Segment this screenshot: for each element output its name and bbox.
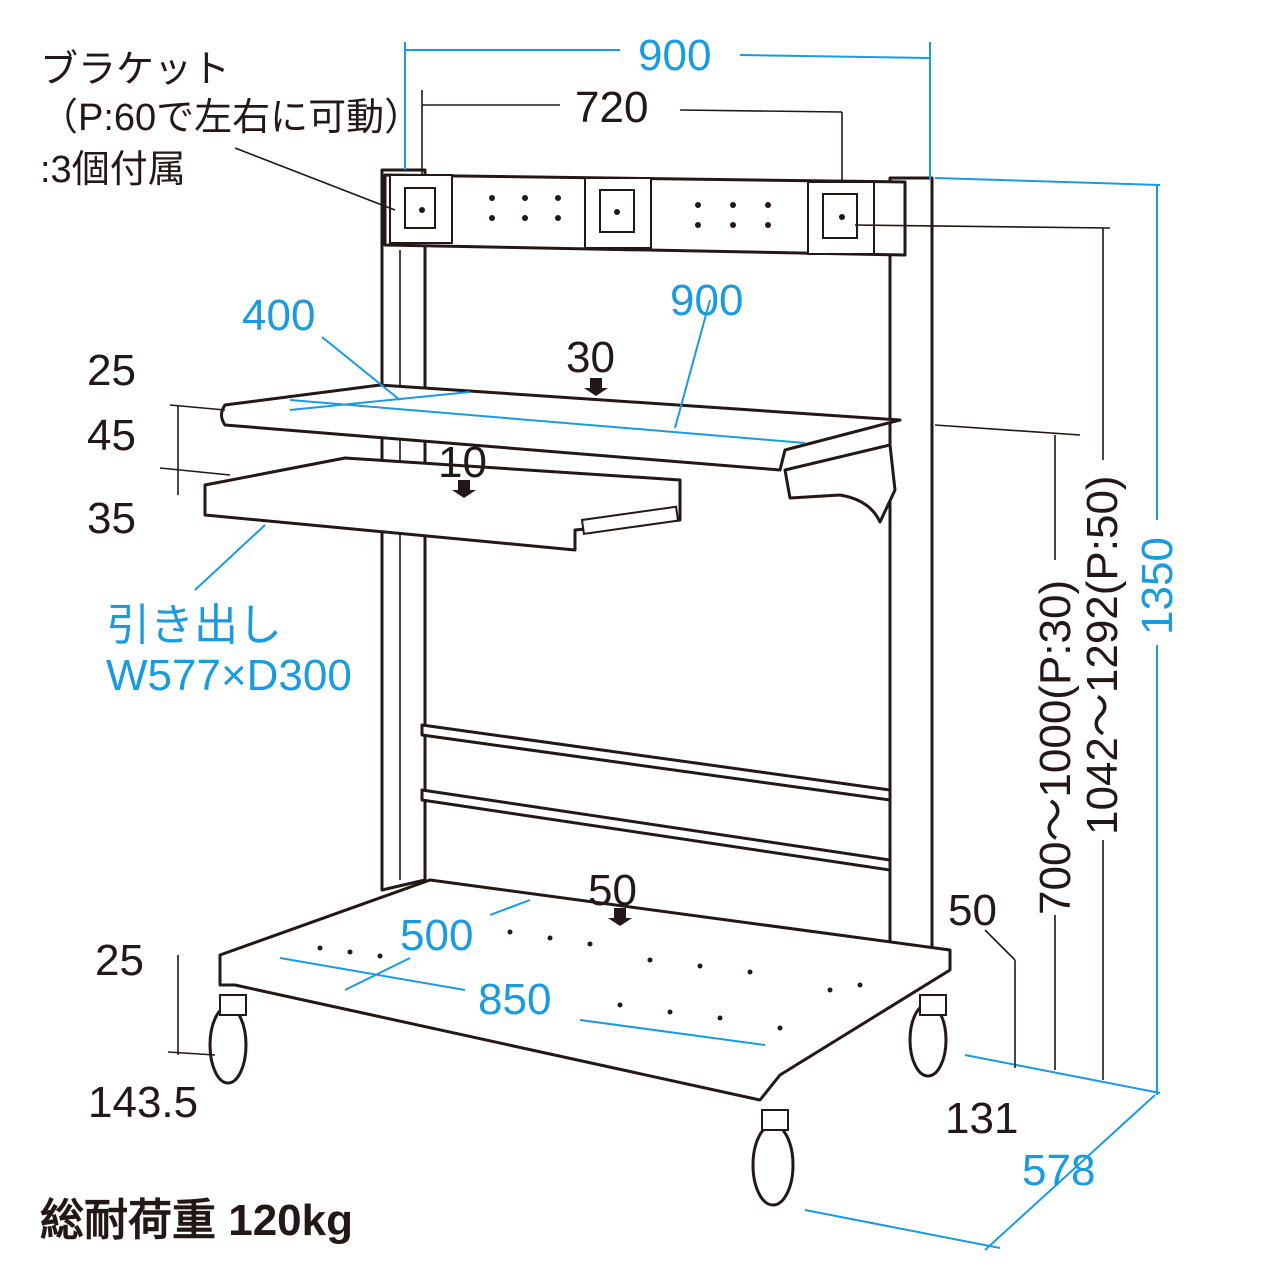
dim-shelf-gap: 45 [87,411,136,460]
dim-shelf-width: 900 [670,276,743,325]
dim-base-drop: 50 [588,866,637,915]
caster [208,994,248,1085]
crossbar [420,788,892,872]
caster [908,994,948,1078]
dim-overall-width: 900 [638,31,711,80]
dim-base-thickness: 25 [95,936,144,985]
base-shelf [218,878,952,1102]
dim-base-width: 850 [478,975,551,1024]
bracket-plate [389,174,453,244]
caster [751,1109,795,1207]
dim-shelf-height: 700～1000(P:30) [1031,580,1080,915]
dim-bracket-height: 1042～1292(P:50) [1078,475,1127,835]
dim-caster-offset: 50 [948,886,997,935]
dim-drawer-height: 35 [87,494,136,543]
dim-drawer-drop: 10 [438,438,487,487]
bracket-plate [807,181,875,255]
cart-drawing [203,168,952,1207]
load-capacity: 総耐荷重 120kg [40,1196,353,1245]
bracket-note-line2: （P:60で左右に可動） [40,97,422,139]
dim-shelf-top-thickness: 25 [87,346,136,395]
dim-base-height: 143.5 [88,1078,198,1127]
crossbar [420,723,892,802]
base-perforations [317,929,863,1031]
bracket-plate [584,177,652,249]
dimension-lines [159,42,1161,1251]
drawer-note-line2: W577×D300 [106,651,352,700]
right-upright [888,176,934,987]
keyboard-shelf [220,383,902,472]
bracket-note-line3: :3個付属 [40,149,186,191]
dim-overall-height: 1350 [1133,537,1182,635]
dim-base-depth: 500 [400,911,473,960]
dim-shelf-drop: 30 [566,333,615,382]
dim-shelf-depth: 400 [242,291,315,340]
dim-overall-depth: 578 [1022,1146,1095,1195]
dim-caster-height: 131 [945,1094,1018,1143]
dim-bracket-span: 720 [575,83,648,132]
drawer-note-line1: 引き出し [106,601,282,650]
bracket-note-line1: ブラケット [40,49,230,91]
